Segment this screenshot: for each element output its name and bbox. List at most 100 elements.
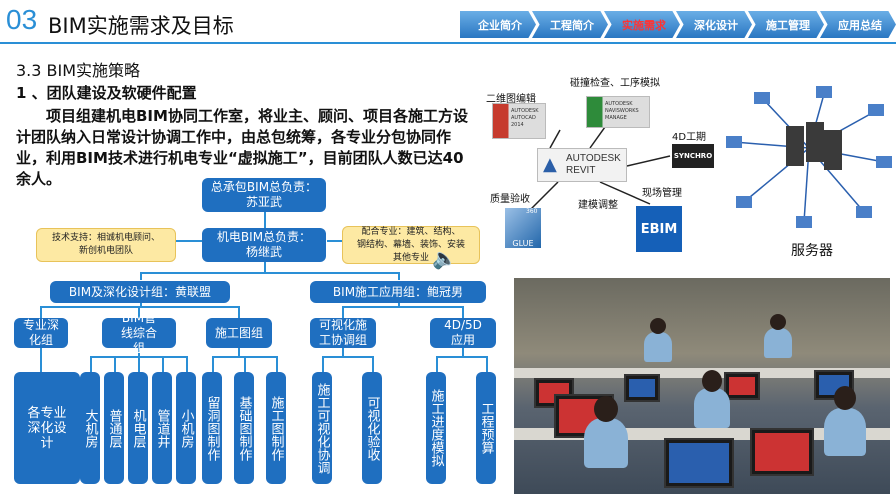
connector <box>327 240 343 242</box>
org-leaf-box: 工程预算 <box>476 372 496 484</box>
computer-lab-photo <box>514 278 890 494</box>
cad-label: 二维图编辑 <box>486 94 536 105</box>
glue-360-label: 360 <box>526 208 538 215</box>
org-mid-box: 专业深化组 <box>14 318 68 348</box>
connector <box>276 356 278 372</box>
connector <box>40 348 42 372</box>
connector <box>114 356 116 372</box>
synchro-logo: SYNCHRO <box>672 144 714 168</box>
connector <box>140 272 142 280</box>
nav-item-requirements[interactable]: 实施需求 <box>604 11 680 38</box>
connector <box>186 356 188 372</box>
org-mep-manager: 机电BIM总负责： 杨继武 <box>202 228 326 262</box>
speaker-icon[interactable]: 🔈 <box>432 246 457 270</box>
org-group-design: BIM及深化设计组：黄联盟 <box>50 281 230 303</box>
revit-box <box>537 148 627 182</box>
navis-label: 碰撞检查、工序模拟 <box>570 78 660 89</box>
connector <box>238 348 240 358</box>
connector <box>264 262 266 272</box>
photo-person <box>824 408 866 456</box>
body-paragraph: 项目组建机电BIM协同工作室，将业主、顾问、项目各施工方设计团队纳入日常设计协调… <box>16 107 468 188</box>
nav-item-construction[interactable]: 施工管理 <box>748 11 824 38</box>
photo-monitor <box>664 438 734 488</box>
connector <box>436 356 438 372</box>
build-label: 建模调整 <box>578 200 618 211</box>
org-leaf-box: 留洞图制作 <box>202 372 222 484</box>
photo-person-head <box>834 386 856 410</box>
site-label: 现场管理 <box>642 188 682 199</box>
glue-label: 质量验收 <box>490 194 530 205</box>
header-divider <box>0 42 896 44</box>
org-leaf-box: 施工图制作 <box>266 372 286 484</box>
connector <box>162 356 164 372</box>
photo-desk <box>514 368 890 378</box>
connector <box>372 356 374 372</box>
connector <box>140 272 400 274</box>
photo-person-head <box>702 370 722 392</box>
photo-person <box>584 418 628 468</box>
connector <box>342 306 464 308</box>
org-group-construction: BIM施工应用组：鲍冠男 <box>310 281 486 303</box>
server-label: 服务器 <box>791 243 833 259</box>
photo-monitor <box>724 372 760 400</box>
connector <box>140 300 142 308</box>
org-leaf-box: 小机房 <box>176 372 196 484</box>
subsection-heading: 1 、团队建设及软硬件配置 <box>16 84 197 102</box>
connector <box>398 300 400 308</box>
photo-monitor <box>750 428 814 476</box>
navisworks-name: AUTODESK NAVISWORKS MANAGE <box>605 101 639 121</box>
connector <box>244 356 246 372</box>
connector <box>264 212 266 228</box>
server-network-illustration <box>726 86 892 228</box>
connector <box>322 356 324 372</box>
page-title: BIM实施需求及目标 <box>48 14 234 38</box>
connector <box>462 306 464 318</box>
navisworks-icon: AUTODESK NAVISWORKS MANAGE <box>586 96 650 128</box>
nav-item-design[interactable]: 深化设计 <box>676 11 752 38</box>
nav-item-project[interactable]: 工程简介 <box>532 11 608 38</box>
org-mid-box: 4D/5D应用 <box>430 318 496 348</box>
nav-item-summary[interactable]: 应用总结 <box>820 11 896 38</box>
revit-name: AUTODESK REVIT <box>566 153 621 176</box>
org-leaf-box: 基础图制作 <box>234 372 254 484</box>
org-leaf-box: 施工可视化协调 <box>312 372 332 484</box>
connector <box>90 356 92 372</box>
connector <box>462 348 464 358</box>
photo-person <box>694 388 730 428</box>
section-number: 03 <box>6 4 38 35</box>
glue-logo: GLUE <box>505 208 541 248</box>
connector <box>486 356 488 372</box>
ebim-logo: EBIM <box>636 206 682 252</box>
org-mid-box: 可视化施工协调组 <box>310 318 376 348</box>
org-leaf-box: 大机房 <box>80 372 100 484</box>
connector <box>342 348 344 358</box>
top-nav: 企业简介 工程简介 实施需求 深化设计 施工管理 应用总结 <box>460 11 896 38</box>
autocad-icon: AUTODESK AUTOCAD 2014 <box>492 103 546 139</box>
connector <box>322 356 374 358</box>
org-leaf-box: 施工进度模拟 <box>426 372 446 484</box>
org-leaf-box: 普通层 <box>104 372 124 484</box>
connector <box>40 306 42 318</box>
org-leaf-box: 可视化验收 <box>362 372 382 484</box>
org-leaf-box: 各专业深化设计 <box>14 372 80 484</box>
org-coop-note: 配合专业：建筑、结构、 钢结构、幕墙、装饰、安装 其他专业 <box>342 226 480 264</box>
connector <box>138 306 140 318</box>
autocad-name: AUTODESK AUTOCAD 2014 <box>511 108 539 128</box>
connector <box>138 356 140 372</box>
connector <box>342 306 344 318</box>
nav-item-company[interactable]: 企业简介 <box>460 11 536 38</box>
section-heading: 3.3 BIM实施策略 <box>16 61 141 80</box>
org-top-manager: 总承包BIM总负责： 苏亚武 <box>202 178 326 212</box>
org-mid-box: 施工图组 <box>206 318 272 348</box>
photo-person <box>764 328 792 358</box>
connector <box>212 356 214 372</box>
connector <box>238 306 240 318</box>
org-leaf-box: 机电层 <box>128 372 148 484</box>
revit-logo-icon: ▲ <box>543 154 557 175</box>
photo-person-head <box>770 314 786 330</box>
photo-person-head <box>594 396 618 422</box>
connector <box>398 272 400 280</box>
synchro-label: 4D工期 <box>672 132 707 143</box>
connector <box>436 356 488 358</box>
org-support-note: 技术支持：相诚机电顾问、 新创机电团队 <box>36 228 176 262</box>
